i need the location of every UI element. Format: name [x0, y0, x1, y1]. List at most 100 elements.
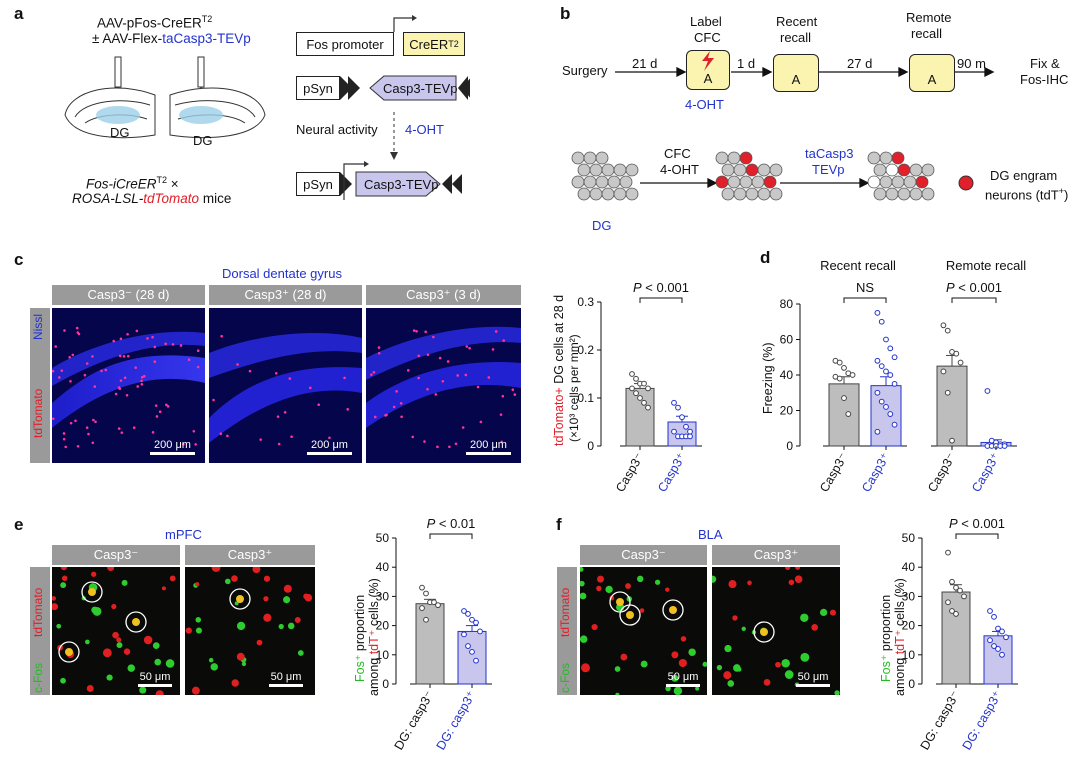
data-point — [641, 399, 647, 406]
tdtomato-cell — [226, 434, 229, 438]
tdtomato-cell — [346, 408, 349, 411]
fos-cell — [781, 658, 790, 668]
fos-cell — [154, 658, 162, 666]
fos-cell — [278, 623, 284, 630]
remote-1: Remote — [906, 10, 952, 25]
fos-cell — [716, 664, 723, 671]
fos-cell — [85, 639, 90, 645]
data-point — [891, 421, 898, 428]
tdtomato-cell — [596, 585, 602, 592]
fos-cell — [116, 642, 123, 649]
cell — [577, 163, 591, 177]
x-tick-label: Casp3⁺ — [969, 451, 1002, 495]
tdtomato-cell — [92, 418, 95, 422]
tdtomato-cell — [192, 429, 196, 433]
panel-a-label: a — [14, 4, 24, 23]
tdtomato-cell — [775, 661, 781, 668]
bar — [457, 630, 487, 685]
fos-cell — [580, 592, 587, 600]
data-point — [878, 318, 885, 325]
fos-cell — [671, 674, 679, 682]
dashed-arrow — [390, 112, 398, 160]
cell — [873, 163, 887, 177]
data-point — [878, 398, 885, 405]
tdtomato-cell — [500, 440, 503, 444]
tdtomato-cell — [91, 355, 94, 358]
tdtomato-cell — [64, 445, 67, 449]
tdtomato-cell — [236, 652, 245, 661]
cell — [879, 175, 893, 189]
fos-cell — [106, 674, 113, 681]
y-tick-label: 0.3 — [577, 295, 594, 309]
tdtomato-cell — [125, 393, 129, 397]
tdtomato-cell — [54, 345, 58, 348]
data-point — [999, 651, 1005, 658]
tdtomato-cell — [60, 567, 68, 571]
y-tick-label: 60 — [780, 333, 794, 347]
tdtomato-cell — [151, 335, 154, 339]
tdtomato-cell — [196, 349, 200, 352]
tdtomato-cell — [116, 637, 122, 643]
timeline-arrows — [615, 66, 995, 78]
data-point — [477, 628, 483, 635]
tdtomato-cell — [248, 369, 252, 373]
double-labeled-cell — [65, 648, 73, 656]
tdtomato-cell — [372, 370, 376, 374]
cell — [613, 187, 627, 201]
fos-cell — [800, 613, 809, 622]
double-labeled-cell — [669, 606, 677, 614]
data-point — [874, 357, 881, 364]
y-tick-label: 40 — [376, 560, 390, 574]
tdtomato-cell — [373, 415, 377, 419]
fos-cell — [208, 657, 214, 663]
tdtomato-cell — [195, 582, 200, 587]
tdtomato-cell — [502, 339, 506, 342]
tdtomato-cell — [191, 686, 200, 695]
bar — [941, 591, 971, 685]
tdtomato-cell — [164, 342, 167, 346]
fos-cell — [580, 635, 588, 643]
casp-forward-label: Casp3-TEVp — [364, 177, 439, 192]
cell — [921, 163, 935, 177]
panel-f-col1-header: Casp3⁻ — [580, 545, 707, 565]
tdtomato-cell — [597, 575, 604, 583]
label-cfc-2: CFC — [694, 30, 721, 45]
cell — [885, 187, 899, 201]
fos-cell — [60, 677, 66, 684]
cell — [571, 151, 585, 165]
cell — [751, 175, 765, 189]
significance-label: NS — [856, 280, 874, 295]
data-point — [841, 365, 847, 371]
cfc-label-b: CFC — [664, 146, 691, 161]
tacasp-label: taCasp3 — [805, 146, 854, 161]
tdtomato-cell — [417, 376, 420, 380]
data-point — [671, 428, 677, 435]
y-axis-label-2: among tdT⁺ cells (%) — [367, 578, 381, 696]
y-tick-label: 80 — [780, 297, 794, 311]
tdtomato-cell — [123, 376, 127, 380]
tdtomato-cell — [151, 431, 155, 434]
tdtomato-cell — [385, 413, 388, 417]
cell-circle-marker — [58, 641, 80, 663]
y-tick-label: 10 — [376, 648, 390, 662]
tdtomato-cell — [76, 331, 80, 334]
data-point — [874, 428, 881, 435]
tdtomato-cell — [112, 339, 116, 343]
panel-e-col2-header: Casp3⁺ — [185, 545, 315, 565]
context-a-box-2: A — [773, 54, 819, 92]
double-labeled-cell — [88, 588, 96, 596]
tdtomato-cell — [120, 431, 124, 434]
data-point — [949, 578, 955, 585]
data-point — [683, 423, 689, 430]
cell — [733, 187, 747, 201]
tdtomato-cell — [104, 368, 108, 372]
cell — [891, 175, 905, 189]
dg-label-right: DG — [193, 133, 213, 148]
data-point — [953, 350, 960, 357]
fos-cell — [736, 667, 742, 672]
x-tick-label: Casp3⁻ — [613, 451, 646, 495]
tdtomato-cell — [423, 440, 426, 443]
y-tick-label: 20 — [902, 619, 916, 633]
tdtomato-cell — [117, 386, 121, 389]
